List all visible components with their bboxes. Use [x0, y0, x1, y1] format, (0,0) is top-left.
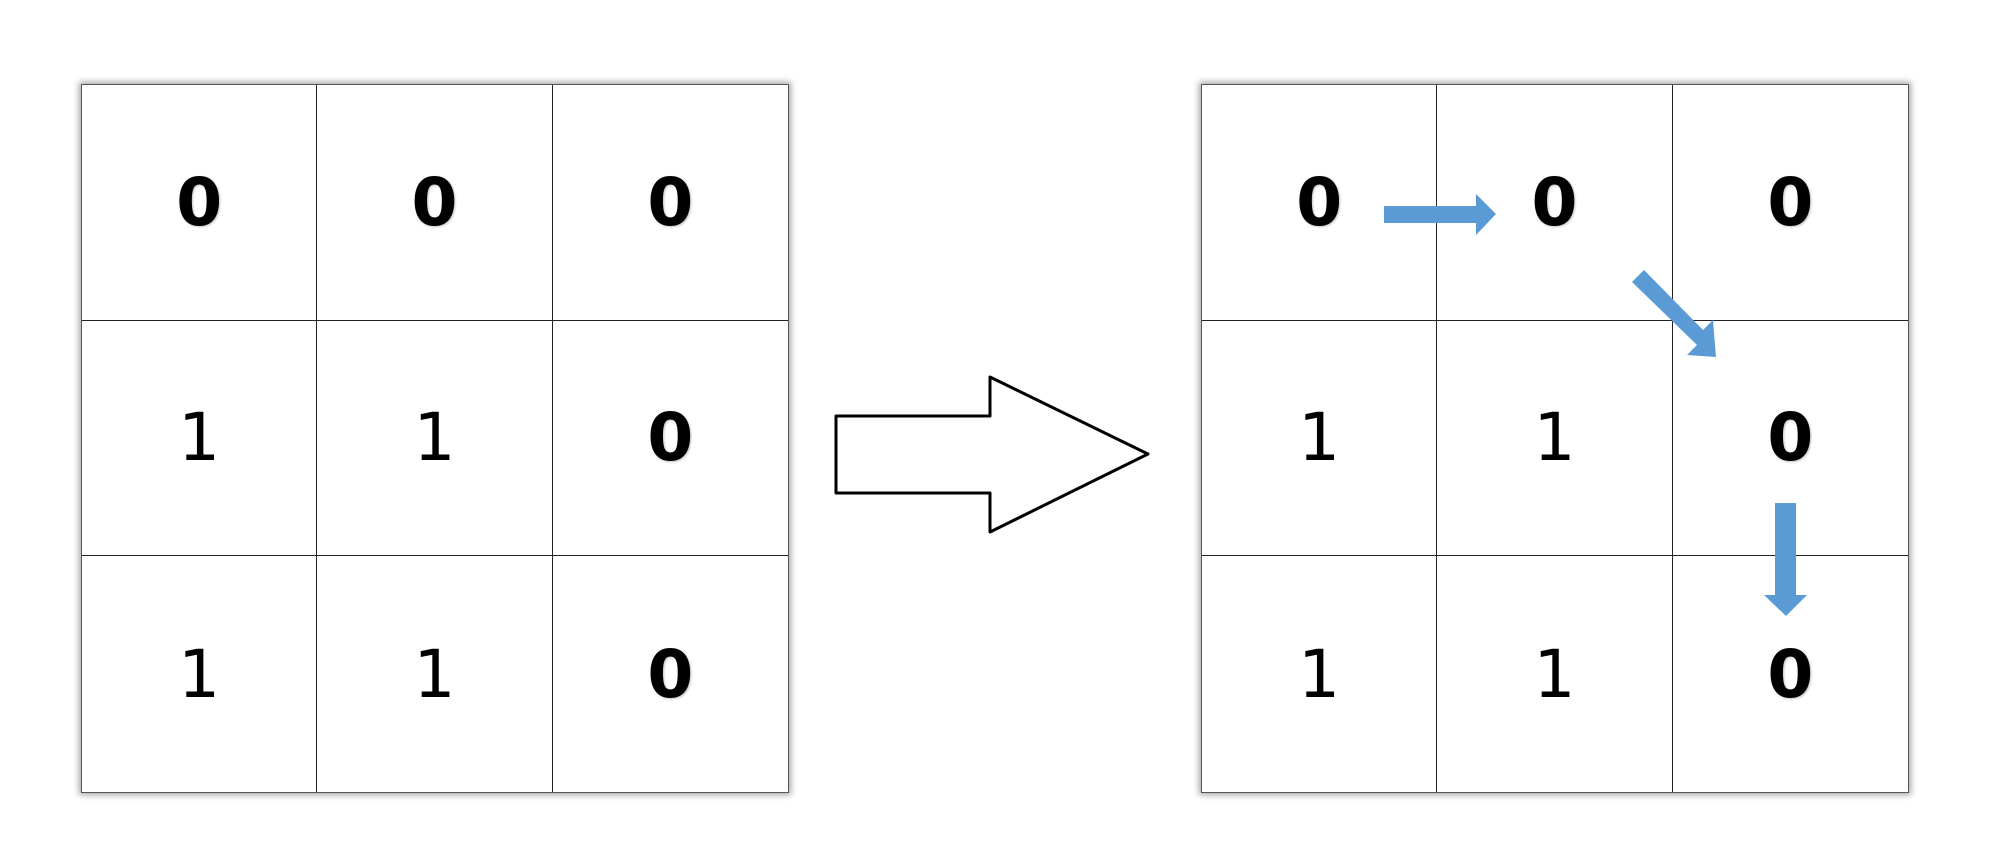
after-cell-2-1: 1 — [1437, 556, 1673, 792]
before-cell-0-1: 0 — [317, 85, 553, 321]
after-cell-2-0: 1 — [1202, 556, 1438, 792]
before-cell-0-0: 0 — [82, 85, 318, 321]
after-cell-0-2: 0 — [1672, 85, 1908, 321]
before-cell-1-0: 1 — [82, 320, 318, 557]
after-cell-0-0: 0 — [1202, 85, 1438, 321]
after-cell-1-2: 0 — [1672, 321, 1908, 557]
before-cell-2-2: 0 — [647, 635, 694, 713]
before-cell-1-1: 1 — [317, 320, 553, 557]
before-cell-0-2: 0 — [552, 85, 788, 321]
after-cell-0-1: 0 — [1437, 85, 1673, 321]
before-cell-2-1: 1 — [317, 556, 553, 792]
before-cell-2-0: 1 — [82, 556, 318, 792]
after-cell-2-2: 0 — [1767, 635, 1814, 713]
after-cell-1-0: 1 — [1202, 320, 1438, 557]
after-cell-1-1: 1 — [1437, 320, 1673, 557]
before-cell-1-2: 0 — [552, 321, 788, 557]
